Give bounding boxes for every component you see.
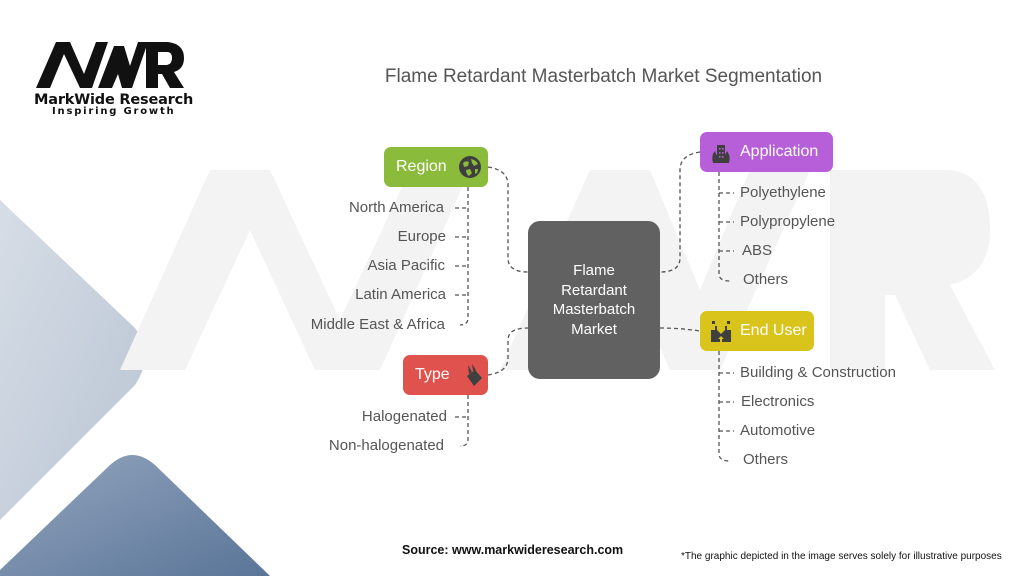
flame-icon <box>460 362 486 388</box>
source-citation: Source: www.markwideresearch.com <box>402 543 624 557</box>
disclaimer-note: *The graphic depicted in the image serve… <box>681 551 1002 562</box>
connector-region-trunk <box>459 187 469 326</box>
region-item: Europe <box>397 228 446 245</box>
connector-type-trunk <box>459 395 469 447</box>
center-node-label: Flame Retardant Masterbatch Market <box>552 262 636 338</box>
end-user-item: Electronics <box>741 393 815 410</box>
end-user-item: Automotive <box>740 422 816 439</box>
factory-upload-icon <box>708 318 734 344</box>
background-shape-light <box>0 200 145 520</box>
center-node: Flame Retardant Masterbatch Market <box>528 221 660 379</box>
category-type-label: Type <box>415 366 450 383</box>
category-end-user-label: End User <box>740 322 807 339</box>
category-end-user: End User <box>700 311 814 351</box>
application-item: ABS <box>742 242 773 259</box>
connector-region-center <box>487 166 529 273</box>
connector-enduser-center <box>659 327 701 332</box>
region-item: Latin America <box>355 286 446 303</box>
application-item: Polypropylene <box>740 213 836 230</box>
globe-icon <box>457 154 483 180</box>
page-title: Flame Retardant Masterbatch Market Segme… <box>384 66 823 87</box>
category-region-label: Region <box>396 158 447 175</box>
application-item: Polyethylene <box>740 184 826 201</box>
region-item: Asia Pacific <box>367 257 445 274</box>
background-shape-dark <box>0 455 270 576</box>
markwide-logo: MarkWide Research Inspiring Growth <box>34 38 194 117</box>
application-item: Others <box>743 271 789 288</box>
type-item: Halogenated <box>361 408 447 425</box>
connector-enduser-trunk <box>718 351 731 462</box>
region-item: North America <box>348 199 444 216</box>
end-user-item: Building & Construction <box>740 364 896 381</box>
connector-app-center <box>659 151 701 273</box>
category-type: Type <box>403 355 488 395</box>
end-user-item: Others <box>743 451 789 468</box>
mwr-logo-icon <box>36 42 184 88</box>
region-item: Middle East & Africa <box>310 316 445 333</box>
connector-app-trunk <box>718 172 731 282</box>
category-application: Application <box>700 132 833 172</box>
building-fire-icon <box>708 139 734 165</box>
type-item: Non-halogenated <box>328 437 444 454</box>
logo-tagline: Inspiring Growth <box>52 106 176 117</box>
connector-type-center <box>487 327 529 376</box>
category-region: Region <box>384 147 488 187</box>
category-application-label: Application <box>740 143 819 160</box>
logo-company-name: MarkWide Research <box>34 92 194 108</box>
